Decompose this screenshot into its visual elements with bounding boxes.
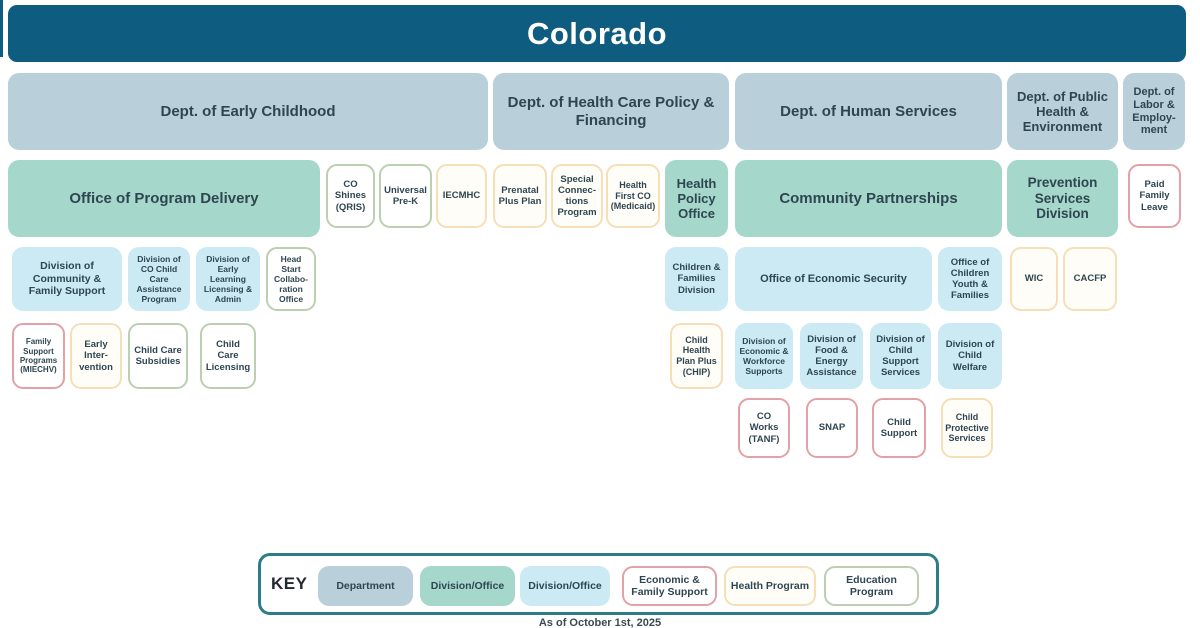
box-division-child-welfare: Division of Child Welfare (938, 323, 1002, 389)
box-snap: SNAP (806, 398, 858, 458)
box-special-connections-program: Special Connec-tions Program (551, 164, 603, 228)
box-division-co-child-care-assistance: Division of CO Child Care Assistance Pro… (128, 247, 190, 311)
box-division-child-support-services: Division of Child Support Services (870, 323, 931, 389)
box-health-policy-office: Health Policy Office (665, 160, 728, 237)
box-division-early-learning-licensing: Division of Early Learning Licensing & A… (196, 247, 260, 311)
box-child-protective-services: Child Protective Services (941, 398, 993, 458)
box-family-support-programs-miechv: Family Support Programs (MIECHV) (12, 323, 65, 389)
box-health-first-co-medicaid: Health First CO (Medicaid) (606, 164, 660, 228)
box-co-works-tanf: CO Works (TANF) (738, 398, 790, 458)
box-dept-health-care-policy-financing: Dept. of Health Care Policy & Financing (493, 73, 729, 150)
legend-title: KEY (271, 574, 308, 593)
box-children-families-division: Children & Families Division (665, 247, 728, 311)
legend-swatch-health-program: Health Program (724, 566, 816, 606)
box-co-shines-qris: CO Shines (QRIS) (326, 164, 375, 228)
box-dept-early-childhood: Dept. of Early Childhood (8, 73, 488, 150)
box-dept-public-health-environment: Dept. of Public Health & Environment (1007, 73, 1118, 150)
box-office-children-youth-families: Office of Children Youth & Families (938, 247, 1002, 311)
box-child-support: Child Support (872, 398, 926, 458)
box-early-intervention: Early Inter-vention (70, 323, 122, 389)
box-prenatal-plus-plan: Prenatal Plus Plan (493, 164, 547, 228)
legend-swatch-education-program: Education Program (824, 566, 919, 606)
state-title-banner: Colorado (8, 5, 1186, 62)
legend-swatch-division-office-blue: Division/Office (520, 566, 610, 606)
left-edge-crop-artifact (0, 0, 3, 57)
box-office-program-delivery: Office of Program Delivery (8, 160, 320, 237)
box-wic: WIC (1010, 247, 1058, 311)
box-child-health-plan-plus-chip: Child Health Plan Plus (CHIP) (670, 323, 723, 389)
box-cacfp: CACFP (1063, 247, 1117, 311)
box-community-partnerships: Community Partnerships (735, 160, 1002, 237)
box-head-start-collaboration-office: Head Start Collabo-ration Office (266, 247, 316, 311)
legend-swatch-department: Department (318, 566, 413, 606)
box-iecmhc: IECMHC (436, 164, 487, 228)
legend-swatch-division-office-green: Division/Office (420, 566, 515, 606)
box-paid-family-leave: Paid Family Leave (1128, 164, 1181, 228)
box-child-care-licensing: Child Care Licensing (200, 323, 256, 389)
box-child-care-subsidies: Child Care Subsidies (128, 323, 188, 389)
legend-swatch-economic-family-support: Economic & Family Support (622, 566, 717, 606)
box-division-community-family-support: Division of Community & Family Support (12, 247, 122, 311)
box-division-food-energy-assistance: Division of Food & Energy Assistance (800, 323, 863, 389)
box-universal-pre-k: Universal Pre-K (379, 164, 432, 228)
as-of-date-note: As of October 1st, 2025 (538, 617, 662, 628)
box-office-economic-security: Office of Economic Security (735, 247, 932, 311)
box-division-economic-workforce-supports: Division of Economic & Workforce Support… (735, 323, 793, 389)
box-prevention-services-division: Prevention Services Division (1007, 160, 1118, 237)
box-dept-labor-employment: Dept. of Labor & Employ-ment (1123, 73, 1185, 150)
box-dept-human-services: Dept. of Human Services (735, 73, 1002, 150)
